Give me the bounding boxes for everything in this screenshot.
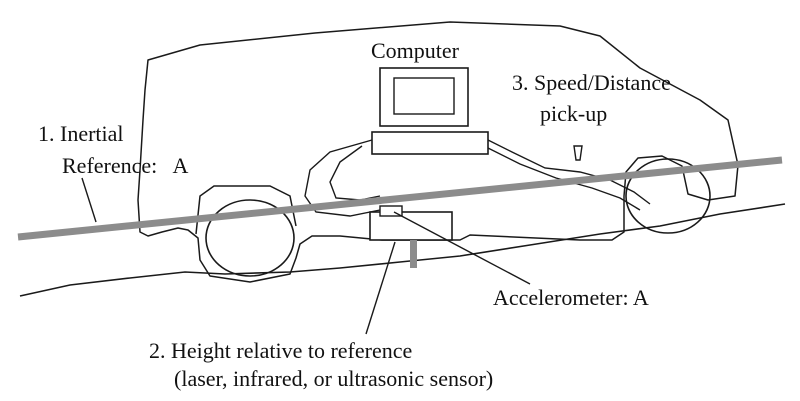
accelerometer-label: Accelerometer: A <box>493 285 649 310</box>
front-wheel-arch <box>195 185 297 235</box>
vehicle-body-outline <box>137 21 739 283</box>
height-sensor-label-line2: (laser, infrared, or ultrasonic sensor) <box>174 366 494 391</box>
speed-distance-label-line2: pick-up <box>540 101 608 126</box>
accelerometer-pointer-line <box>393 211 531 285</box>
inertial-reference-label: 1. Inertial <box>38 121 124 146</box>
speed-cable <box>487 139 651 205</box>
inertial-reference-bar <box>17 156 783 241</box>
inertial-reference-label-line2: Reference: A <box>62 153 189 178</box>
road-surface <box>19 203 786 297</box>
inertial-pointer-line <box>81 177 97 223</box>
computer-base <box>371 131 489 155</box>
front-wheel <box>205 199 295 277</box>
height-pointer-line <box>365 241 396 335</box>
accelerometer-box <box>379 205 403 217</box>
height-sensor-beam <box>410 240 417 268</box>
speed-distance-label: 3. Speed/Distance <box>512 70 671 95</box>
speed-pickup-sensor <box>573 145 583 161</box>
computer-cable-loop <box>304 139 381 217</box>
height-sensor-label: 2. Height relative to reference <box>149 338 413 363</box>
computer-screen <box>393 77 455 115</box>
rear-wheel <box>625 158 711 234</box>
computer-label: Computer <box>371 38 459 63</box>
